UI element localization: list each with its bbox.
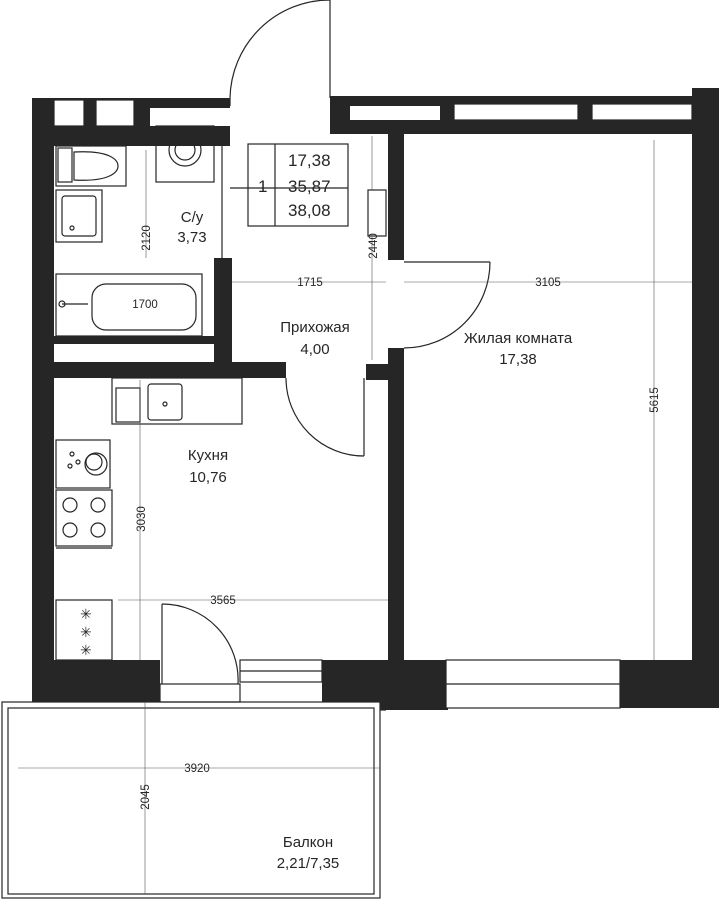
svg-text:✳: ✳ <box>80 606 92 622</box>
svg-text:✳: ✳ <box>80 624 92 640</box>
stove-icon <box>55 489 113 547</box>
hallway-area: 4,00 <box>300 341 329 358</box>
room-labels: С/у 3,73 Прихожая 4,00 Жилая комната 17,… <box>177 209 572 872</box>
dim-hall-width: 1715 <box>297 277 323 289</box>
kitchen-name: Кухня <box>188 447 228 464</box>
heater-icon: ✳ ✳ ✳ <box>80 606 92 658</box>
washbasin-icon <box>55 189 103 243</box>
dim-living-width: 3105 <box>535 277 561 289</box>
rooms-count: 1 <box>258 177 267 196</box>
living-area-total: 17,38 <box>288 151 331 170</box>
balcony-name: Балкон <box>283 834 333 851</box>
living-room-area: 17,38 <box>499 351 537 368</box>
bathroom-fixtures <box>55 125 215 337</box>
total-area-with-balcony: 38,08 <box>288 201 331 220</box>
summary-table: 1 17,38 35,87 38,08 <box>230 143 349 227</box>
balcony-area: 2,21/7,35 <box>277 855 340 872</box>
dimension-lines <box>18 136 692 894</box>
kitchen-area: 10,76 <box>189 469 227 486</box>
dim-kitchen-height: 3030 <box>136 506 148 532</box>
dim-balcony-height: 2045 <box>140 784 152 810</box>
hallway-name: Прихожая <box>280 319 350 336</box>
washer-icon <box>155 125 215 183</box>
fridge-icon <box>85 453 103 471</box>
total-area: 35,87 <box>288 177 331 196</box>
dim-living-height: 5615 <box>649 387 661 413</box>
kitchen-fixtures: ✳ ✳ ✳ <box>55 377 243 661</box>
bathtub-icon <box>91 283 197 331</box>
dimension-labels: 2120 1700 1715 2440 3105 5615 3030 3565 … <box>132 225 661 810</box>
dim-bath-height: 2120 <box>141 225 153 251</box>
windows <box>53 99 693 709</box>
living-room-name: Жилая комната <box>464 330 573 347</box>
balcony-outline <box>1 701 386 899</box>
walls <box>32 88 719 710</box>
doors <box>161 0 491 685</box>
dim-kitchen-width: 3565 <box>210 595 236 607</box>
dim-balcony-width: 3920 <box>184 763 210 775</box>
bathroom-area: 3,73 <box>177 229 206 246</box>
dim-hall-height: 2440 <box>368 233 380 259</box>
dim-bathtub-width: 1700 <box>132 299 158 311</box>
bathroom-name: С/у <box>181 209 204 226</box>
svg-text:✳: ✳ <box>80 642 92 658</box>
toilet-icon <box>57 147 73 183</box>
kitchen-sink-icon <box>115 387 141 423</box>
